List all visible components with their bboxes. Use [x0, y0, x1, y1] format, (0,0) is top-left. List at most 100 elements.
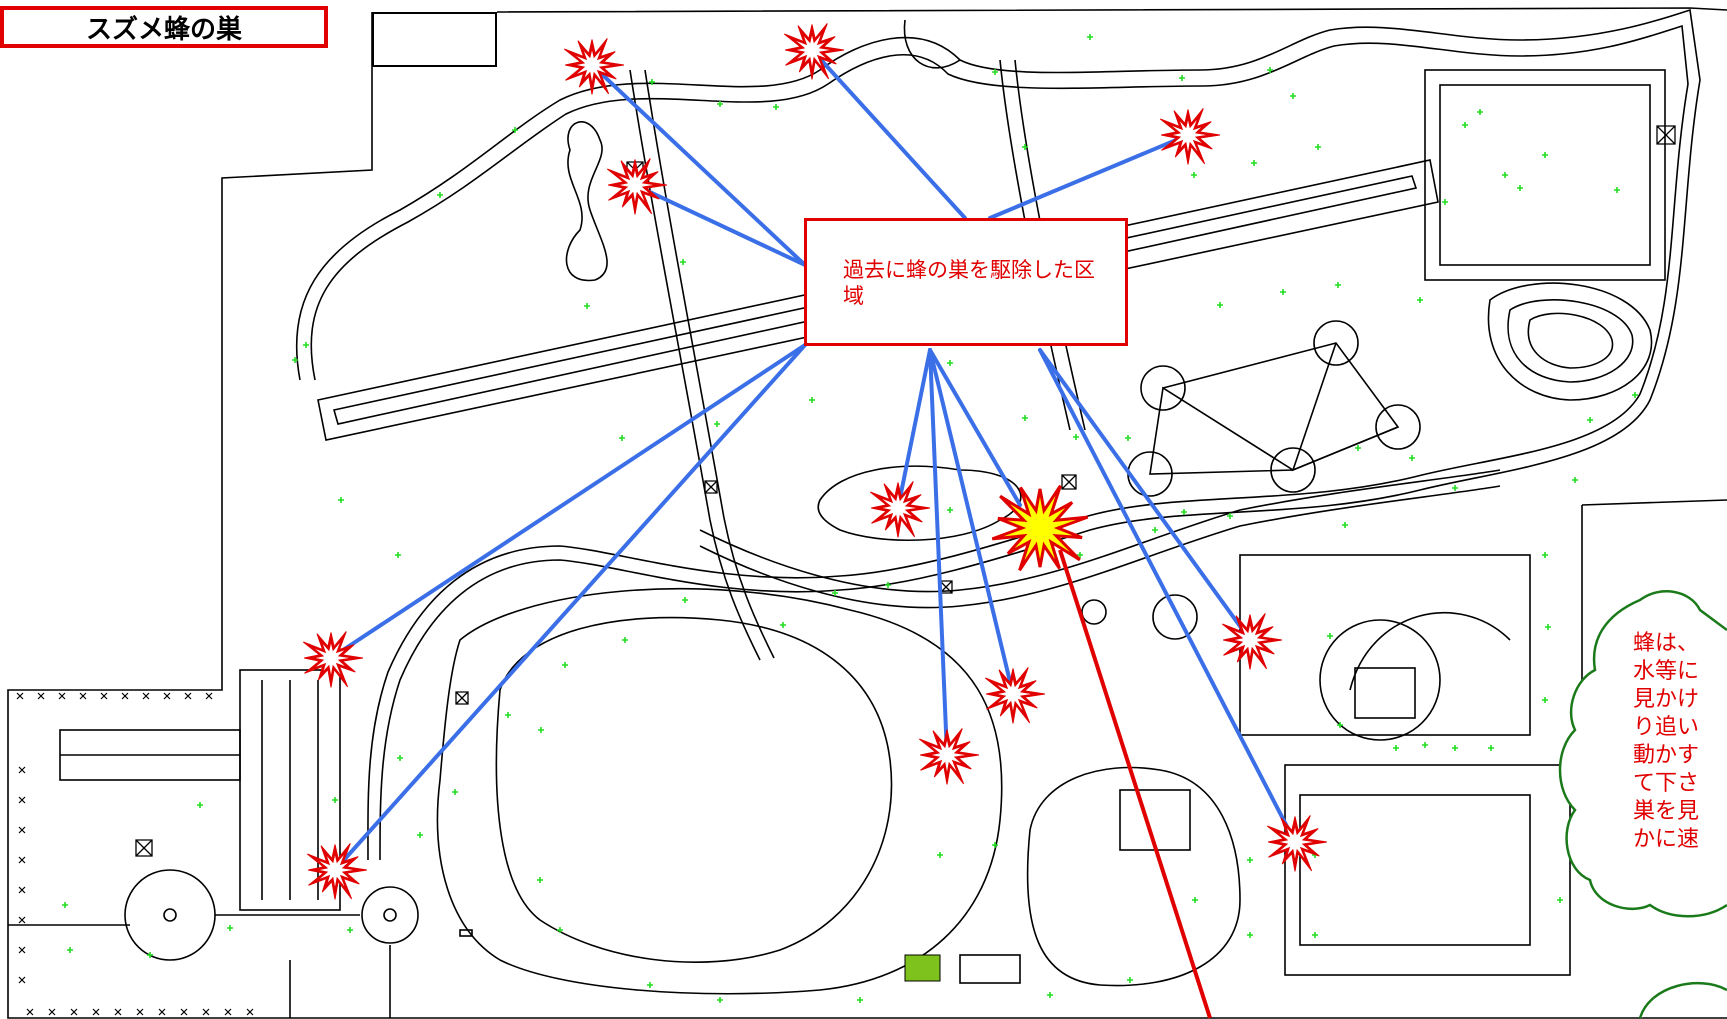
fence-x-mark-icon	[18, 856, 26, 864]
crossed-box-icon	[1656, 125, 1676, 145]
plaza-circle-8-dot	[383, 908, 397, 922]
fence-x-mark-icon	[18, 916, 26, 924]
fence-x-mark-icon	[18, 886, 26, 894]
plus-cross-icon	[62, 902, 68, 908]
plus-cross-icon	[1247, 857, 1253, 863]
parking-lot	[959, 954, 1021, 984]
plus-cross-icon	[197, 802, 203, 808]
stadium-outer	[1284, 764, 1571, 976]
fence-x-mark-icon	[18, 826, 26, 834]
plus-cross-icon	[1355, 445, 1361, 451]
plus-cross-icon	[1125, 435, 1131, 441]
fence-x-mark-icon	[58, 692, 66, 700]
plus-cross-icon	[332, 797, 338, 803]
west-fountain	[124, 869, 216, 961]
plus-cross-icon	[1614, 187, 1620, 193]
plus-cross-icon	[1393, 745, 1399, 751]
plus-cross-icon	[809, 397, 815, 403]
plus-cross-icon	[1077, 552, 1083, 558]
connector-line	[1038, 348, 1252, 642]
connector-line	[896, 348, 932, 510]
plus-cross-icon	[538, 727, 544, 733]
east-spiral-garden-2	[1507, 299, 1634, 383]
fence-x-mark-icon	[37, 692, 45, 700]
plus-cross-icon	[303, 342, 309, 348]
plus-cross-icon	[417, 832, 423, 838]
connector-line	[633, 183, 807, 267]
fence-marks	[16, 692, 254, 1016]
east-spiral-garden-3	[1527, 312, 1614, 369]
nest-burst-core-icon	[997, 679, 1032, 711]
plus-cross-icon	[147, 952, 153, 958]
nest-burst-core-icon	[576, 50, 611, 82]
fence-x-mark-icon	[163, 692, 171, 700]
plus-cross-icon	[1542, 152, 1548, 158]
baseball-field	[1349, 611, 1511, 691]
plus-cross-icon	[1247, 932, 1253, 938]
facility-markers	[135, 125, 1676, 857]
east-spiral-garden	[1487, 282, 1653, 401]
plus-cross-icon	[1542, 697, 1548, 703]
plaza-circle-2	[1313, 320, 1359, 366]
crossed-box-icon	[135, 839, 153, 857]
plus-cross-icon	[1417, 297, 1423, 303]
fence-x-mark-icon	[136, 1008, 144, 1016]
plus-cross-icon	[1587, 417, 1593, 423]
plus-cross-icon	[622, 637, 628, 643]
plus-cross-icon	[437, 192, 443, 198]
nest-burst-core-icon	[1172, 120, 1207, 152]
plus-cross-icon	[1557, 897, 1563, 903]
fence-x-mark-icon	[184, 692, 192, 700]
crossed-box-icon	[455, 691, 469, 705]
connector-line	[928, 348, 1022, 507]
connector-line	[333, 343, 807, 872]
plus-cross-icon	[1342, 522, 1348, 528]
main-loop-road	[295, 8, 1701, 861]
plus-cross-icon	[1442, 199, 1448, 205]
plus-cross-icon	[1452, 745, 1458, 751]
plus-cross-icon	[1335, 282, 1341, 288]
plus-cross-icon	[937, 852, 943, 858]
plaza-links-2	[1291, 342, 1399, 472]
plus-cross-icon	[1462, 122, 1468, 128]
fence-x-mark-icon	[18, 766, 26, 774]
fence-x-mark-icon	[114, 1008, 122, 1016]
nest-burst-core-icon	[319, 855, 354, 887]
ballpark-block	[1239, 554, 1531, 736]
plus-cross-icon	[562, 662, 568, 668]
plus-cross-icon	[619, 435, 625, 441]
fence-x-mark-icon	[92, 1008, 100, 1016]
plus-cross-icon	[773, 104, 779, 110]
fence-x-mark-icon	[180, 1008, 188, 1016]
legend-box	[372, 12, 497, 67]
fence-x-mark-icon	[205, 692, 213, 700]
fence-x-mark-icon	[121, 692, 129, 700]
plus-cross-icon	[1267, 67, 1273, 73]
connector-line	[329, 343, 807, 660]
plus-cross-icon	[1192, 897, 1198, 903]
plus-cross-icon	[885, 582, 891, 588]
plus-cross-icon	[1477, 109, 1483, 115]
plus-cross-icon	[227, 925, 233, 931]
plus-cross-icon	[717, 101, 723, 107]
connector-line	[810, 48, 967, 220]
plus-cross-icon	[292, 357, 298, 363]
warning-cloud	[1558, 590, 1727, 1019]
plus-cross-icon	[1452, 485, 1458, 491]
plus-cross-icon	[992, 842, 998, 848]
crossed-box-icon	[704, 480, 718, 494]
road-north-fork	[903, 19, 961, 69]
fence-x-mark-icon	[100, 692, 108, 700]
plus-cross-icon	[1073, 434, 1079, 440]
plus-cross-icon	[1280, 289, 1286, 295]
plus-cross-icon	[1409, 455, 1415, 461]
plus-cross-icon	[512, 127, 518, 133]
plus-cross-icon	[505, 712, 511, 718]
east-complex-2	[1439, 84, 1651, 266]
plus-cross-icon	[1022, 144, 1028, 150]
fence-x-mark-icon	[79, 692, 87, 700]
removed-nest-area-callout: 過去に蜂の巣を駆除した区域	[804, 218, 1128, 346]
plus-cross-icon	[1127, 977, 1133, 983]
plaza-circle-3	[1375, 404, 1421, 450]
pond	[565, 121, 608, 282]
